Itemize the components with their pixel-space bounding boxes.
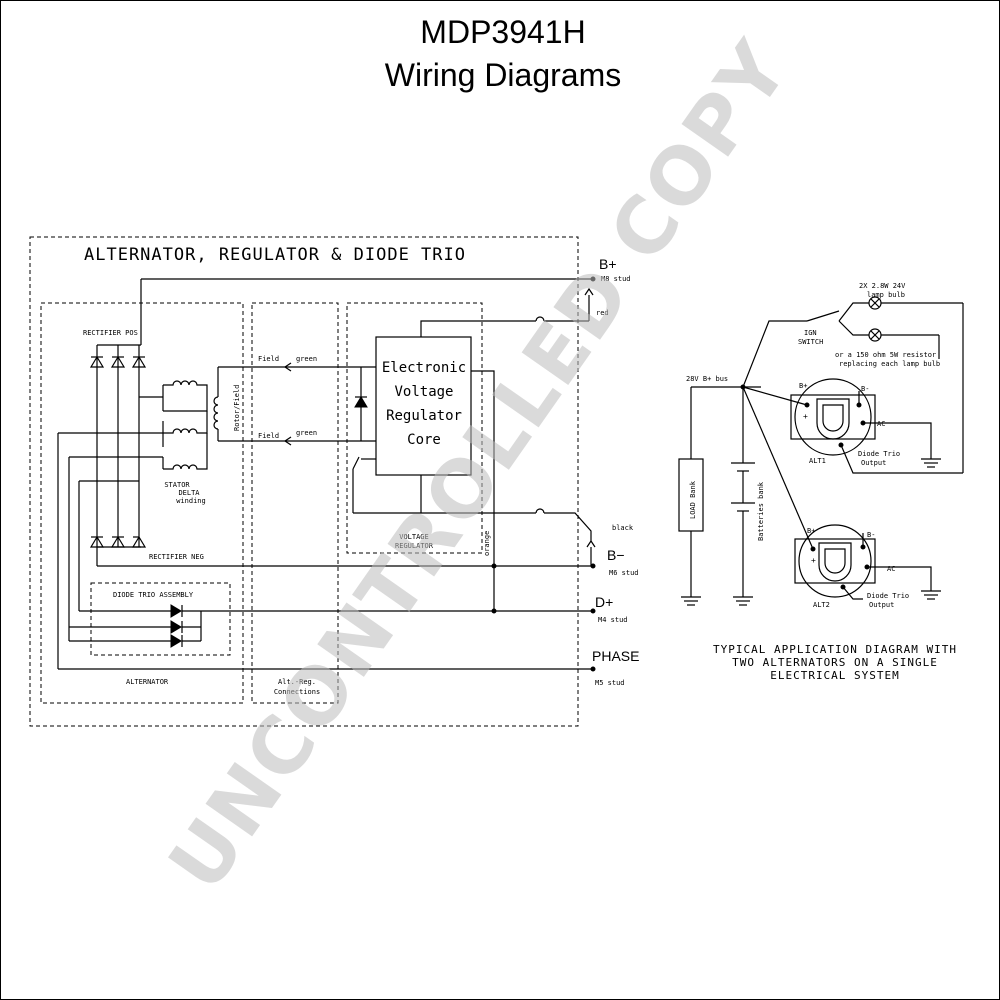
field-label-1: Field bbox=[258, 355, 279, 363]
ign-label-2: SWITCH bbox=[798, 338, 823, 346]
outer-box bbox=[29, 236, 579, 727]
black-label: black bbox=[612, 524, 634, 532]
bminus-stud: M6 stud bbox=[609, 569, 639, 577]
field-label-2: Field bbox=[258, 432, 279, 440]
page-subtitle: Wiring Diagrams bbox=[385, 57, 621, 93]
alt-reg-label-1: Alt.-Reg. bbox=[278, 678, 316, 686]
core-label-3: Regulator bbox=[386, 408, 462, 424]
alt1-bplus: B+ bbox=[799, 382, 807, 390]
stator-winding bbox=[97, 380, 208, 470]
alt2: B+ B- AC + ALT2 Diode Trio Output bbox=[742, 335, 941, 609]
bminus-label: B− bbox=[607, 547, 625, 563]
bus-label: 28V B+ bus bbox=[686, 375, 728, 383]
rectifier-pos-label: RECTIFIER POS bbox=[83, 329, 138, 337]
core-label-4: Core bbox=[407, 432, 441, 448]
watermark: UNCONTROLLED COPY bbox=[152, 25, 807, 906]
phase-stud: M5 stud bbox=[595, 679, 625, 687]
green-label-2: green bbox=[296, 429, 317, 437]
phase-label: PHASE bbox=[592, 648, 639, 664]
caption-line-1: TYPICAL APPLICATION DIAGRAM WITH bbox=[713, 643, 957, 656]
alt2-ac: AC bbox=[887, 565, 895, 573]
alt1-name: ALT1 bbox=[809, 457, 826, 465]
stator-label-1: STATOR bbox=[164, 481, 190, 489]
phase-terminal-dot bbox=[590, 666, 596, 672]
stator-label-2: DELTA bbox=[178, 489, 200, 497]
resistor-label-1: or a 150 ohm 5W resistor bbox=[835, 351, 936, 359]
alt1-ac: AC bbox=[877, 420, 885, 428]
bplus-terminal-dot bbox=[590, 276, 596, 282]
resistor-label-2: replacing each lamp bulb bbox=[839, 360, 940, 368]
batteries-label: Batteries bank bbox=[757, 481, 765, 541]
alt2-plus: + bbox=[811, 556, 816, 565]
red-label: red bbox=[596, 309, 609, 317]
core-label-1: Electronic bbox=[382, 360, 466, 376]
alt1-trio-1: Diode Trio bbox=[858, 450, 900, 458]
rotor-field: Rotor/Field bbox=[213, 366, 249, 442]
vr-label-1: VOLTAGE bbox=[399, 533, 429, 541]
diode-pos-1 bbox=[89, 355, 105, 368]
alt1: B+ B- AC + ALT1 Diode Trio Output bbox=[742, 378, 963, 474]
diode-pos-3 bbox=[131, 355, 147, 368]
alternator-label: ALTERNATOR bbox=[126, 678, 169, 686]
caption-line-2: TWO ALTERNATORS ON A SINGLE bbox=[732, 656, 938, 669]
alt1-plus: + bbox=[803, 412, 808, 421]
diode-pos-2 bbox=[110, 355, 126, 368]
rectifier-neg-label: RECTIFIER NEG bbox=[149, 553, 204, 561]
green-label-1: green bbox=[296, 355, 317, 363]
diode-trio bbox=[57, 432, 593, 669]
alt-reg-box bbox=[251, 302, 339, 704]
stator-label-3: winding bbox=[176, 497, 206, 505]
diode-trio-box bbox=[90, 582, 231, 656]
alt1-bminus: B- bbox=[861, 385, 869, 393]
alternator-box bbox=[40, 302, 244, 704]
dplus-stud: M4 stud bbox=[598, 616, 628, 624]
application-diagram: 28V B+ bus LOAD Bank Batteries bank IGN … bbox=[678, 282, 964, 682]
alt2-trio-2: Output bbox=[869, 601, 894, 609]
diode-neg-3 bbox=[131, 535, 147, 548]
page-title: MDP3941H bbox=[420, 14, 585, 50]
load-label: LOAD Bank bbox=[689, 480, 697, 519]
bplus-stud: M8 stud bbox=[601, 275, 631, 283]
core-label-2: Voltage bbox=[394, 384, 453, 400]
bplus-label: B+ bbox=[599, 256, 617, 272]
caption-line-3: ELECTRICAL SYSTEM bbox=[770, 669, 900, 682]
lamp-label-1: 2X 2.8W 24V bbox=[859, 282, 906, 290]
rotor-label: Rotor/Field bbox=[233, 385, 241, 431]
alt1-trio-2: Output bbox=[861, 459, 886, 467]
dplus-label: D+ bbox=[595, 594, 613, 610]
regulator-diode bbox=[354, 396, 368, 408]
dplus-terminal-dot bbox=[590, 608, 596, 614]
alt2-name: ALT2 bbox=[813, 601, 830, 609]
alt2-bminus: B- bbox=[867, 531, 875, 539]
alt2-trio-1: Diode Trio bbox=[867, 592, 909, 600]
alternator-regulator-diagram: ALTERNATOR, REGULATOR & DIODE TRIO RECTI… bbox=[29, 236, 639, 727]
lamp-label-2: lamp bulb bbox=[867, 291, 905, 299]
orange-label: orange bbox=[483, 531, 491, 556]
rectifier-bridge bbox=[89, 279, 147, 548]
vr-label-2: REGULATOR bbox=[395, 542, 434, 550]
alt-reg-label-2: Connections bbox=[274, 688, 320, 696]
diode-trio-label: DIODE TRIO ASSEMBLY bbox=[113, 591, 194, 599]
alt2-bplus: B+ bbox=[807, 527, 815, 535]
left-diagram-title: ALTERNATOR, REGULATOR & DIODE TRIO bbox=[84, 245, 466, 265]
diode-neg-2 bbox=[110, 535, 126, 548]
ign-label-1: IGN bbox=[804, 329, 817, 337]
regulator-core-box bbox=[375, 336, 472, 476]
voltage-regulator-box bbox=[346, 302, 483, 554]
